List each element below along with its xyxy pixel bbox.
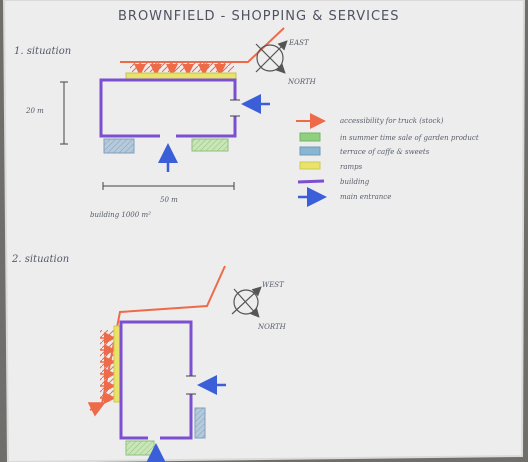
situation-2-heading: 2. situation (11, 254, 69, 265)
legend-item-building: building (340, 178, 370, 186)
page-title: BROWNFIELD - SHOPPING & SERVICES (118, 9, 400, 24)
legend-item-terrace: terrace of caffe & sweets (340, 148, 430, 156)
legend-item-ramps: ramps (340, 163, 363, 171)
situation-1-heading: 1. situation (14, 46, 71, 57)
compass-1: EAST NORTH (255, 39, 317, 86)
truck-access-hatch-1 (130, 62, 234, 72)
garden-sale-1 (191, 138, 229, 152)
ramp-1 (125, 72, 237, 80)
compass-2-bottom-label: NORTH (257, 323, 287, 331)
compass-1-top-label: EAST (288, 39, 310, 47)
garden-sale-2 (125, 440, 155, 456)
legend-item-truck: accessibility for truck (stock) (340, 117, 444, 125)
compass-1-bottom-label: NORTH (287, 78, 317, 86)
legend-ramp-swatch (299, 161, 321, 170)
legend-terrace-swatch (299, 146, 321, 156)
dimension-height: 20 m (25, 107, 44, 115)
dimension-width: 50 m (160, 196, 178, 204)
compass-2-top-label: WEST (262, 281, 285, 289)
terrace-1 (103, 138, 135, 154)
legend-item-entrance: main entrance (340, 193, 391, 201)
building-area: building 1000 m² (90, 211, 151, 219)
truck-arrows-2 (100, 332, 116, 404)
truck-access-hatch-2 (100, 330, 114, 402)
ramp-2 (113, 325, 121, 403)
terrace-2 (194, 407, 206, 439)
legend-garden-swatch (299, 132, 321, 142)
legend-item-garden: in summer time sale of garden product (340, 134, 479, 142)
compass-2: WEST NORTH (231, 281, 287, 331)
paper (4, 0, 524, 462)
legend: accessibility for truck (stock) in summe… (296, 113, 479, 207)
truck-arrows-1 (134, 63, 226, 76)
legend-building-swatch (297, 179, 325, 184)
